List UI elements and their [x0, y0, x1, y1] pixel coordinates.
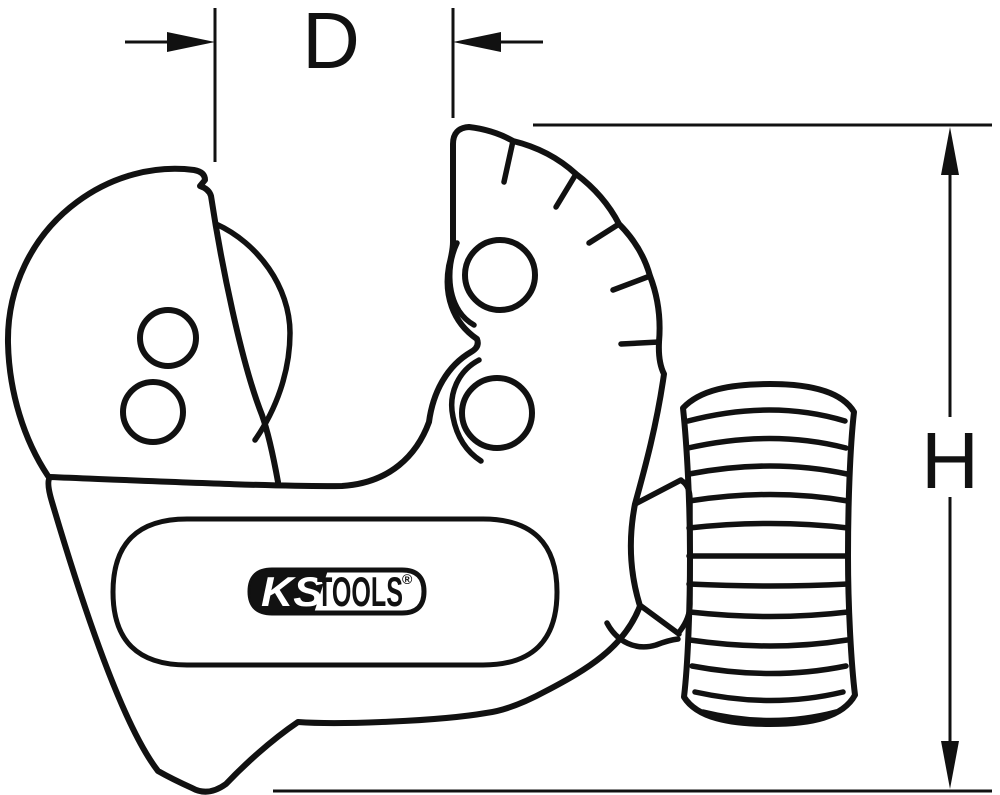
ks-tools-logo: KS TOOLS ®	[247, 567, 427, 616]
guide-roller-lower	[459, 375, 535, 451]
dimension-D: D	[125, 0, 543, 162]
logo-registered-mark: ®	[402, 571, 413, 587]
knob-neck	[604, 477, 684, 650]
d-arrow-left-head	[167, 32, 215, 52]
h-arrow-top-head	[941, 127, 959, 175]
d-arrow-right-head	[453, 32, 501, 52]
logo-badge: KS TOOLS ®	[110, 516, 560, 668]
guide-rollers	[459, 237, 538, 451]
guide-roller-upper	[462, 237, 538, 313]
h-arrow-bottom-head	[941, 741, 959, 789]
adjustment-knob	[677, 381, 858, 727]
dimension-H: H	[273, 123, 992, 793]
disc-hole-lower	[120, 379, 186, 445]
roller-cradle-chamfers	[447, 240, 484, 464]
logo-pill-dark-half	[250, 570, 328, 613]
cutting-wheel-arc	[213, 221, 293, 443]
knob-hub-edge	[677, 478, 693, 634]
d-dimension-label: D	[302, 0, 360, 85]
h-dimension-label: H	[921, 416, 979, 505]
knob-knurling-ridges	[685, 407, 851, 724]
fan-serration-ticks	[501, 138, 662, 347]
logo-ks-text: KS	[261, 568, 323, 615]
disc-holes	[120, 307, 199, 445]
disc-hole-upper	[137, 307, 199, 369]
logo-tools-text: TOOLS	[317, 568, 403, 615]
